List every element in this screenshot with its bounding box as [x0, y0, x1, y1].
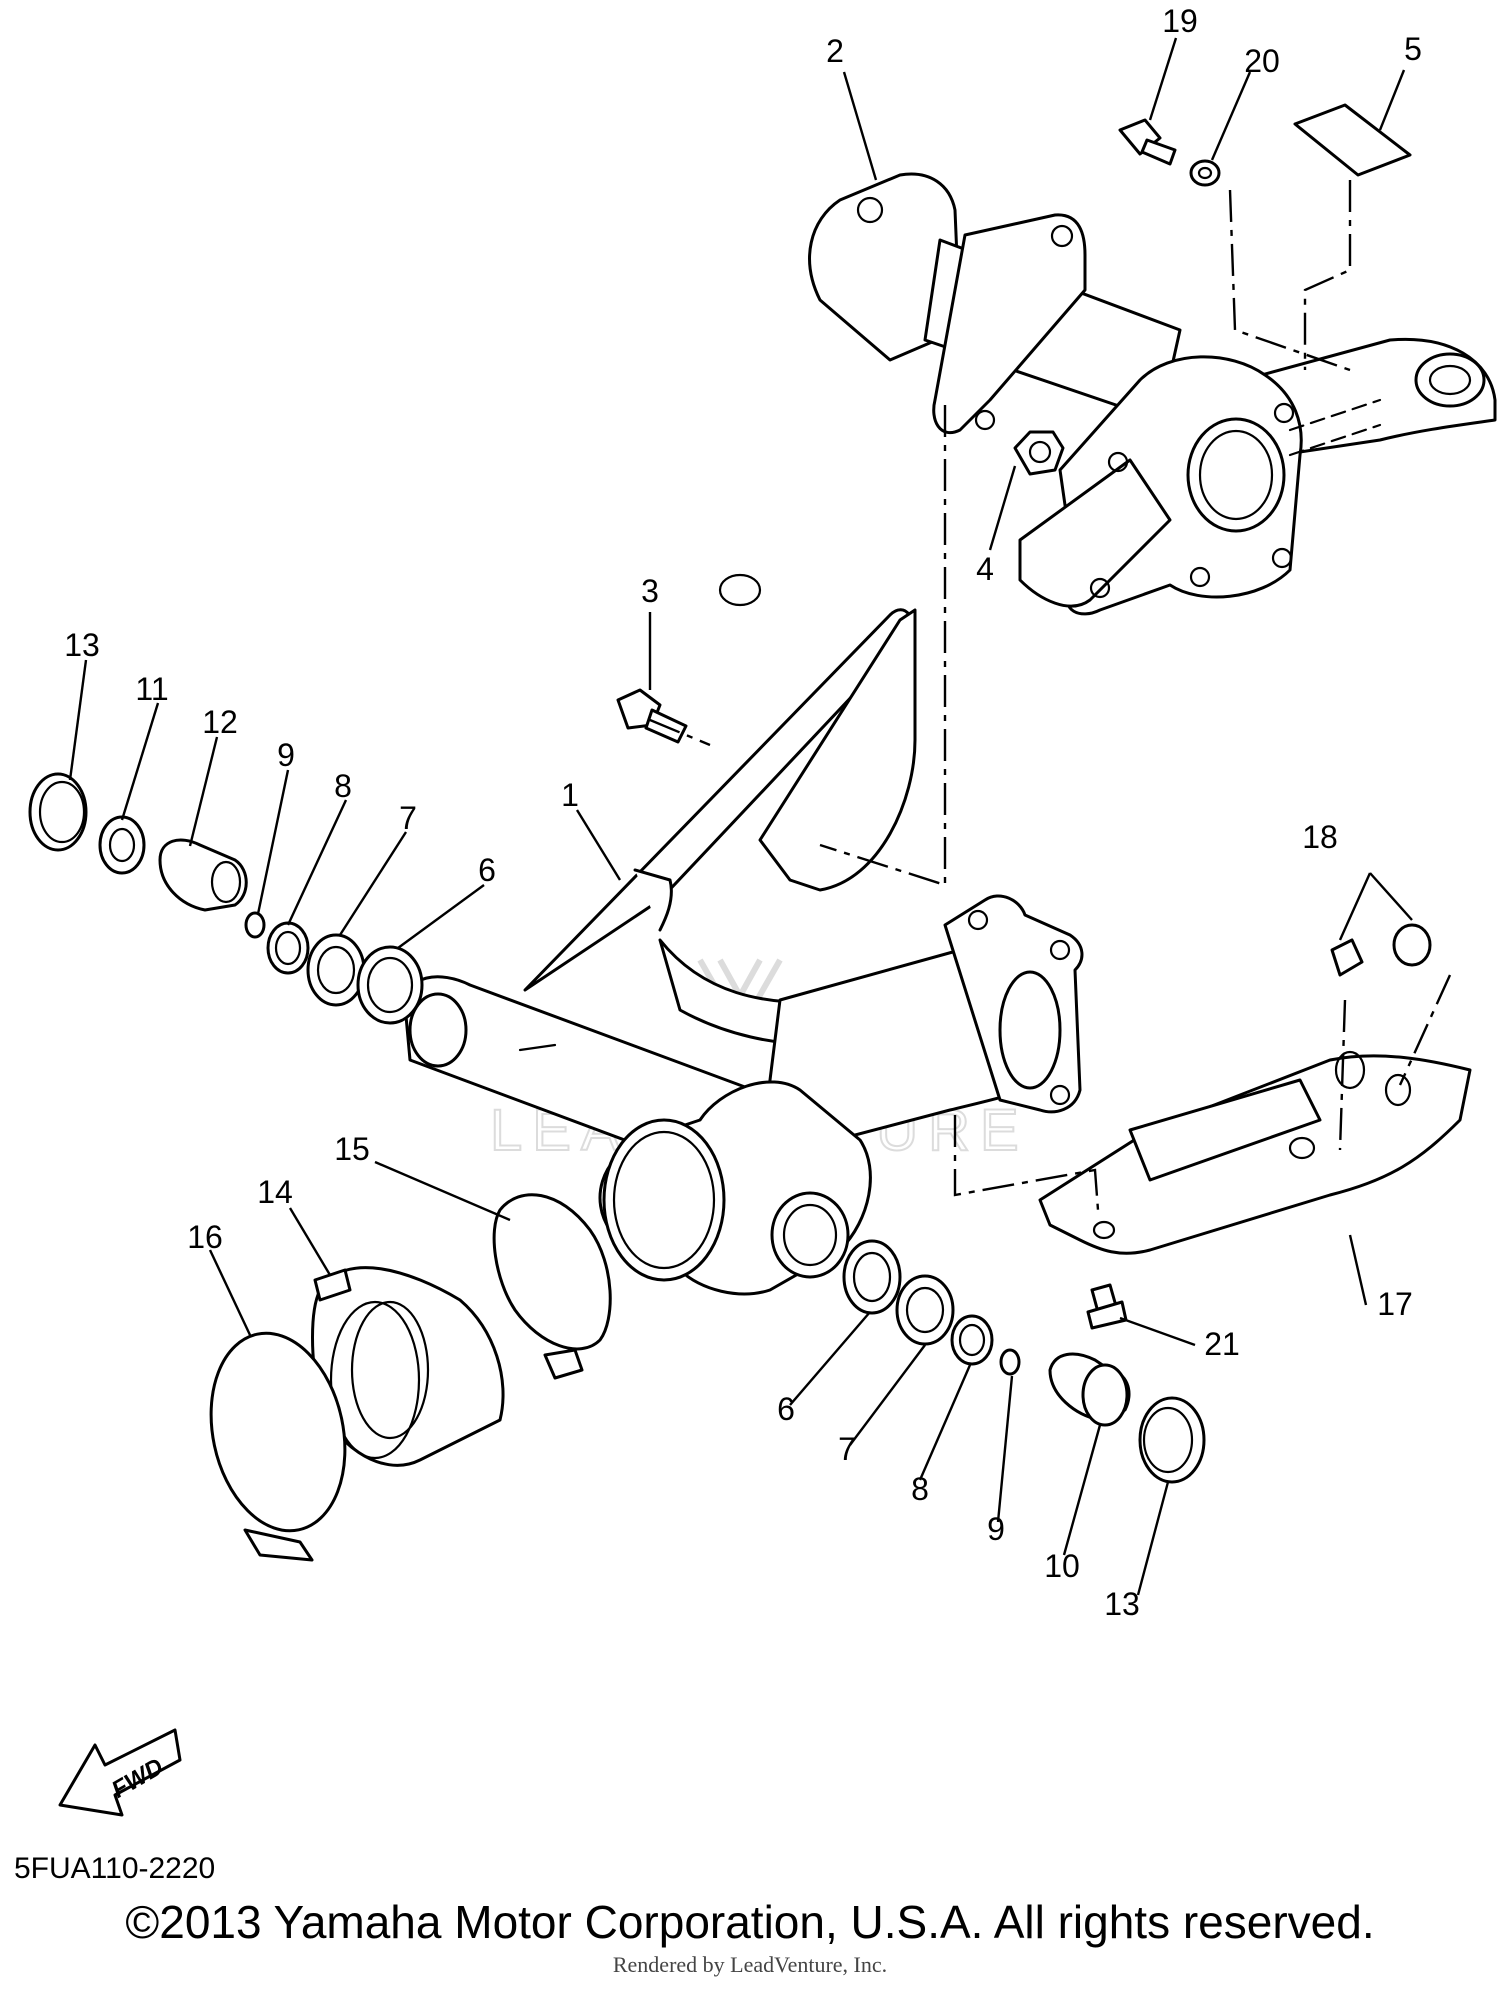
callout-7-left: 7: [399, 800, 417, 836]
label-part-5[interactable]: [1293, 103, 1412, 177]
callout-7-right: 7: [838, 1431, 856, 1467]
leader-lines: [68, 37, 1413, 1596]
callout-15: 15: [334, 1131, 370, 1167]
cap-part-18[interactable]: [1330, 923, 1432, 977]
bearing-part-6-right[interactable]: [842, 1239, 902, 1315]
callout-labels: 2 19 20 5 4 3 1 13 11 12 9 8 7 6 18 15 1…: [64, 3, 1422, 1622]
guard-part-17[interactable]: [1038, 1050, 1472, 1255]
screw-part-19[interactable]: [1086, 1283, 1128, 1330]
callout-8-left: 8: [334, 768, 352, 804]
callout-19: 21: [1204, 1326, 1240, 1362]
boot-part-14[interactable]: [311, 1266, 505, 1467]
seal-part-7-left[interactable]: [306, 933, 366, 1007]
band-part-16[interactable]: [194, 1321, 363, 1562]
callout-6-left: 6: [478, 852, 496, 888]
callout-1: 1: [561, 777, 579, 813]
callout-17: 17: [1377, 1286, 1413, 1322]
fwd-arrow-icon: FWD: [58, 1728, 182, 1817]
callout-5: 5: [1404, 31, 1422, 67]
shaft-part-12[interactable]: [158, 838, 248, 912]
assembly-guide-lines: [649, 180, 1452, 1211]
bush-part-8-left[interactable]: [266, 921, 310, 975]
callout-13-right: 13: [1104, 1586, 1140, 1622]
shaft-part-10[interactable]: [1048, 1352, 1131, 1427]
drawing-number: 5FUA110-2220: [14, 1852, 216, 1885]
callout-21: 20: [1244, 43, 1280, 79]
callout-14: 14: [257, 1174, 293, 1210]
swingarm-part-1[interactable]: [403, 573, 1084, 1296]
seal-part-13-right[interactable]: [1138, 1396, 1206, 1484]
gasket-part-15[interactable]: [492, 1193, 612, 1380]
callout-4: 4: [976, 551, 994, 587]
rendered-by-text: Rendered by LeadVenture, Inc.: [612, 1952, 888, 1977]
callout-11: 11: [135, 671, 168, 707]
callout-20: 19: [1162, 3, 1198, 39]
callout-12: 12: [202, 704, 238, 740]
callout-6-right: 6: [777, 1391, 795, 1427]
callout-18: 18: [1302, 819, 1338, 855]
bolt-part-20[interactable]: [1118, 118, 1177, 166]
callout-16: 16: [187, 1219, 223, 1255]
washer-part-21[interactable]: [1189, 159, 1221, 187]
callout-9-right: 9: [987, 1511, 1005, 1547]
o-ring-part-9-left[interactable]: [244, 911, 266, 939]
callout-3: 3: [641, 573, 659, 609]
nut-part-4[interactable]: [1013, 430, 1065, 476]
seal-part-13-left[interactable]: [28, 772, 88, 852]
seal-part-7-right[interactable]: [895, 1274, 955, 1346]
o-ring-part-9-right[interactable]: [999, 1348, 1021, 1376]
callout-10: 10: [1044, 1548, 1080, 1584]
bearing-part-6-left[interactable]: [356, 945, 424, 1025]
callout-13-left: 13: [64, 627, 100, 663]
copyright-text: ©2013 Yamaha Motor Corporation, U.S.A. A…: [125, 1896, 1375, 1948]
bush-part-8-right[interactable]: [950, 1314, 994, 1366]
callout-2: 2: [826, 33, 844, 69]
callout-8-right: 8: [911, 1471, 929, 1507]
callout-9-left: 9: [277, 737, 295, 773]
collar-part-11[interactable]: [98, 815, 146, 875]
axle-hub-part-2[interactable]: [808, 172, 1497, 616]
bolt-part-3[interactable]: [616, 688, 688, 744]
